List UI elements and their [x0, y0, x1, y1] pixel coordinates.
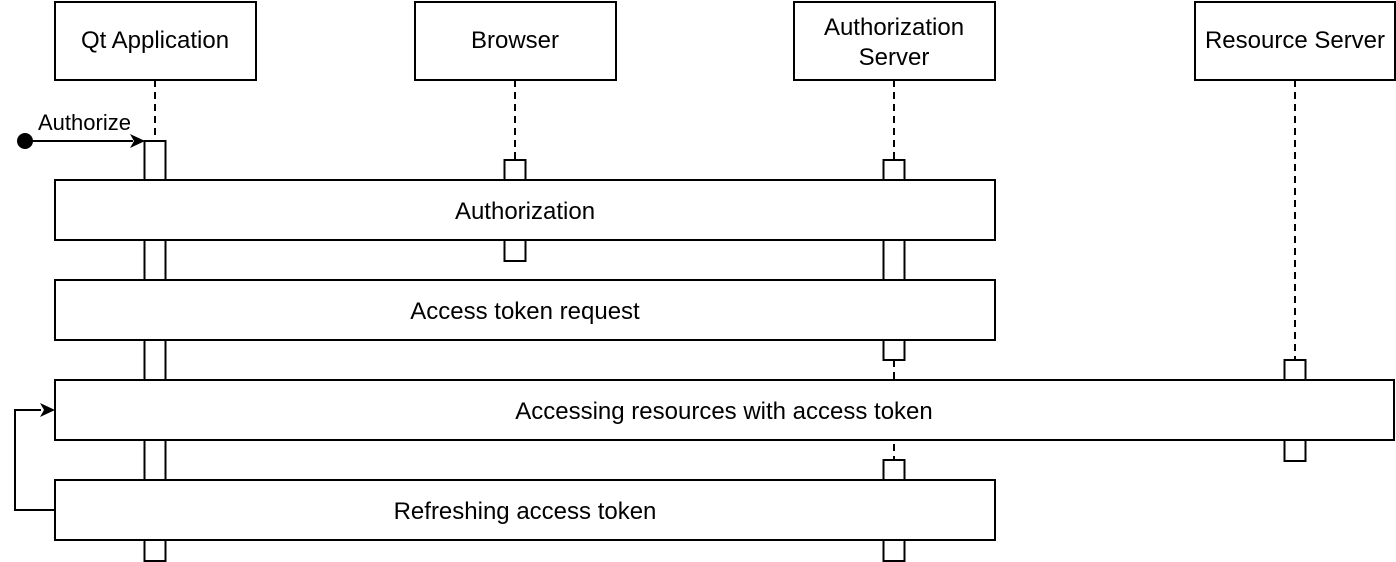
actor-box-qt-application: [54, 1, 257, 81]
phase-label-access-token-request: Access token request: [410, 298, 640, 325]
phase-label-refreshing-access-token: Refreshing access token: [394, 498, 657, 525]
start-node: [17, 133, 33, 149]
actor-label-qt-application: Qt Application: [81, 27, 229, 54]
phase-box-access-token-request: [54, 279, 996, 341]
actor-label-authorization-server-line1: Authorization: [824, 14, 964, 41]
authorize-arrowhead-icon: [130, 134, 145, 148]
activation-bar-qt-application: [143, 140, 167, 562]
authorize-label: Authorize: [38, 110, 131, 135]
self-loop-arrowhead-icon: [40, 403, 55, 417]
actor-label-resource-server: Resource Server: [1205, 27, 1385, 54]
actor-box-browser: [414, 1, 617, 81]
actor-box-resource-server: [1194, 1, 1396, 81]
self-loop-arrow: [14, 409, 55, 511]
phase-label-accessing-resources: Accessing resources with access token: [515, 398, 933, 425]
actor-box-authorization-server: [793, 1, 996, 81]
phase-box-authorization: [54, 179, 996, 241]
actor-label-authorization-server-line2: Server: [859, 44, 930, 71]
phase-label-authorization: Authorization: [455, 198, 595, 225]
actor-label-browser: Browser: [471, 27, 559, 54]
